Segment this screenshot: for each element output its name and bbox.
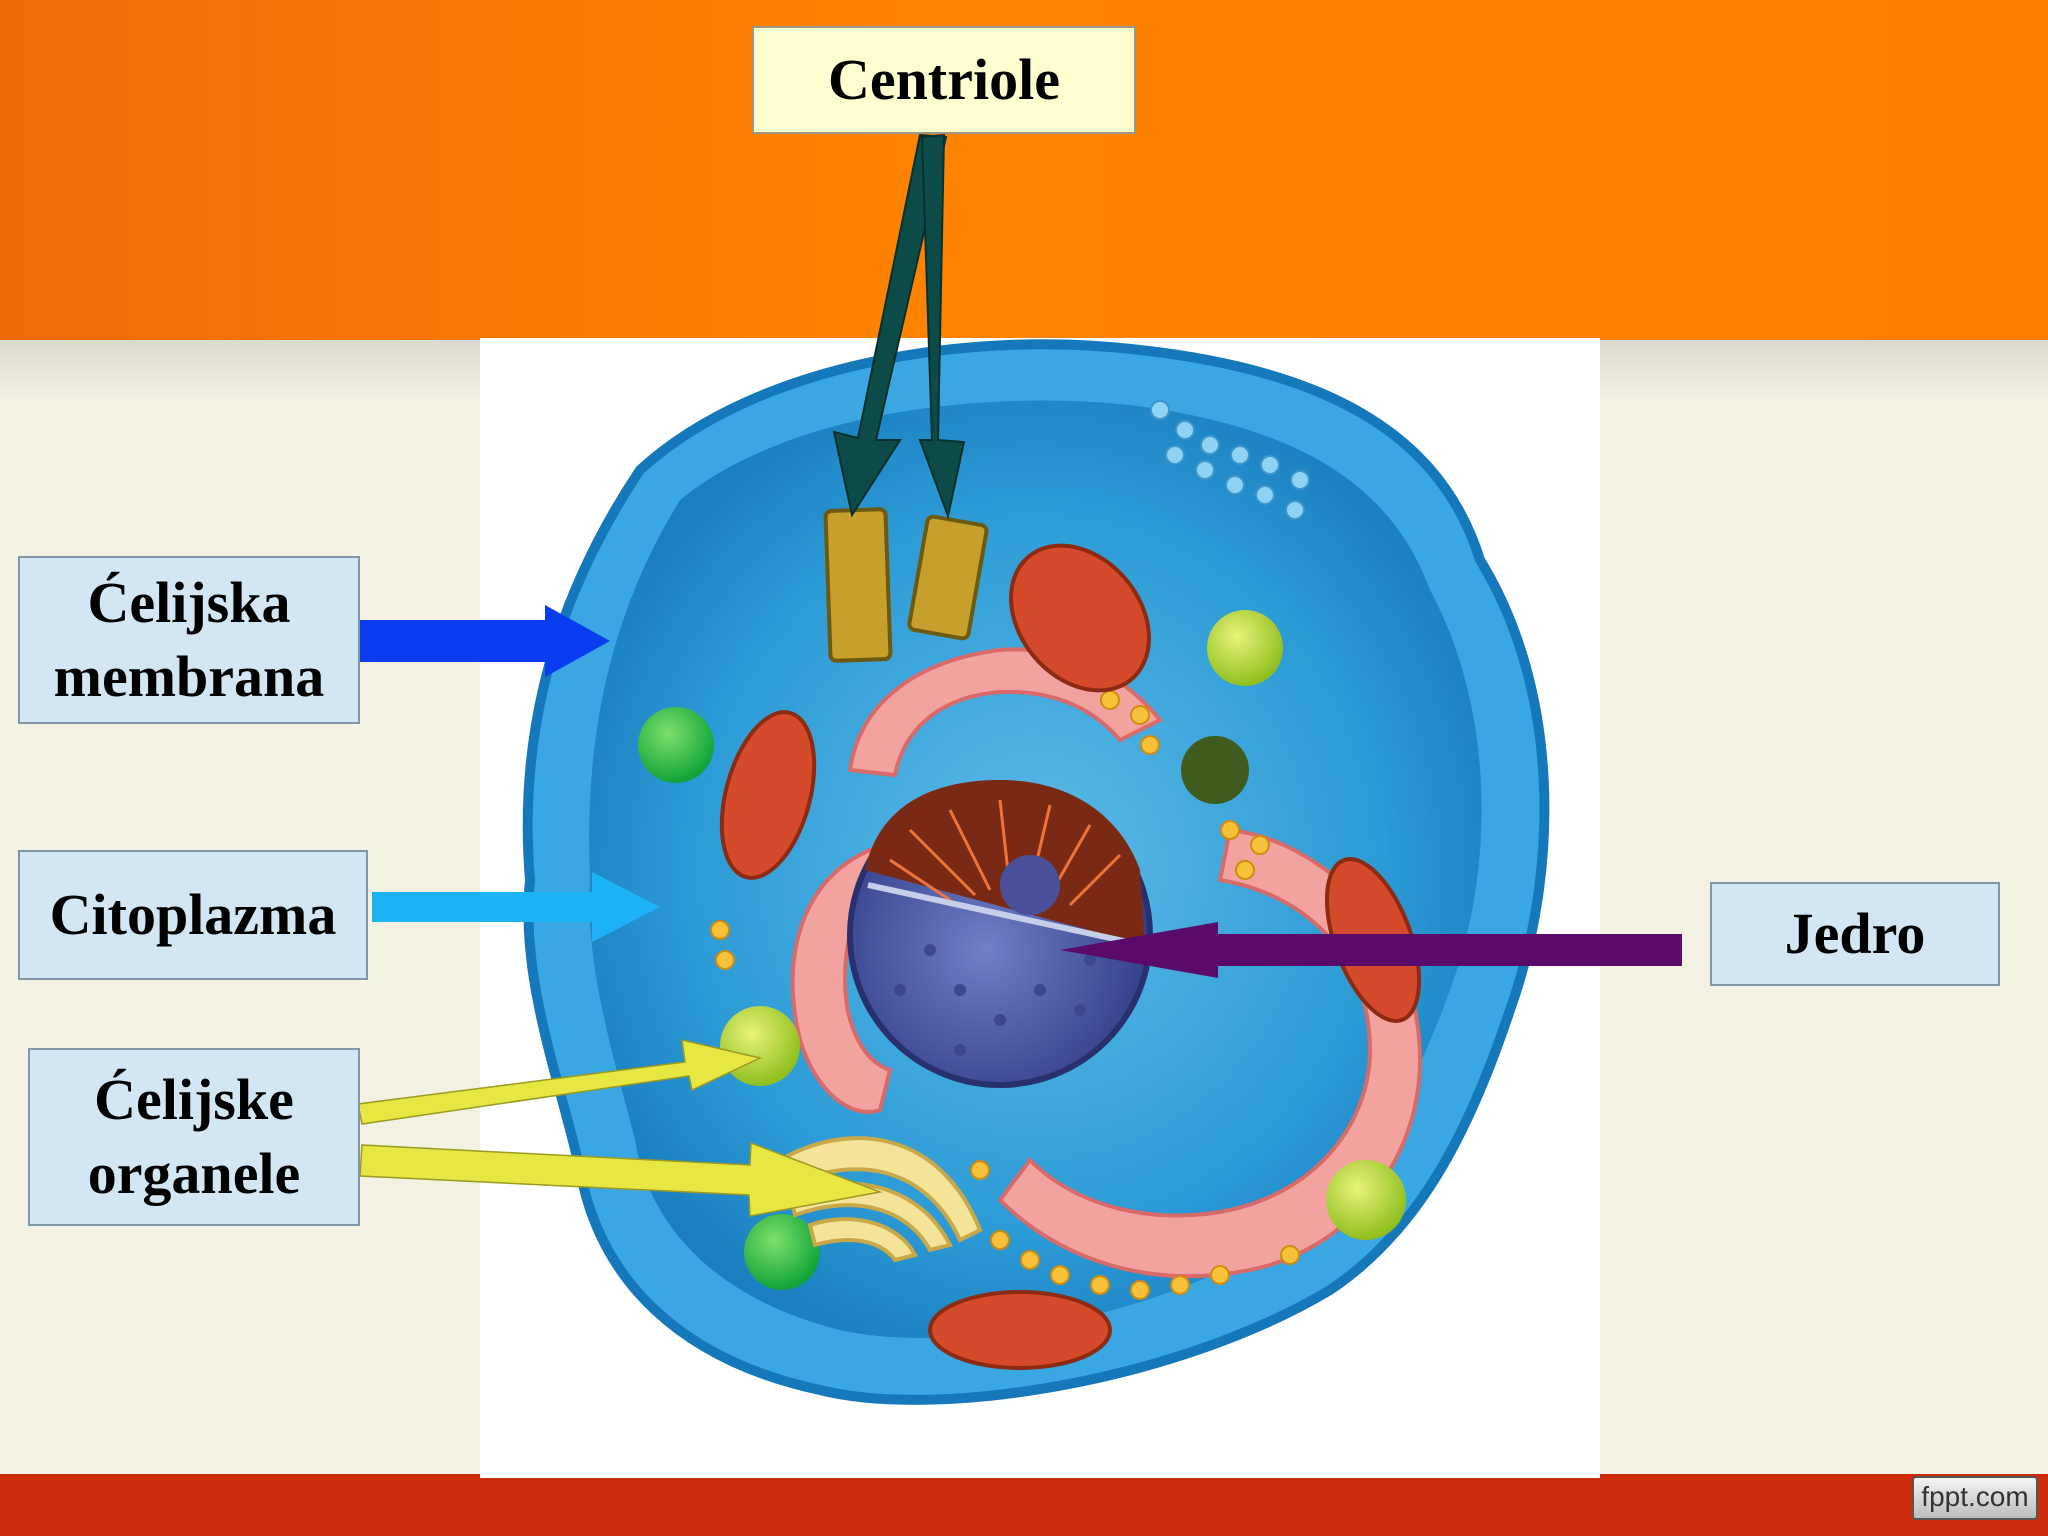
organelles-label: Ćelijske organele — [28, 1048, 360, 1226]
organelles-label-line2: organele — [87, 1141, 301, 1206]
lysosome-green-2 — [744, 1214, 820, 1290]
cytoplasm-label: Citoplazma — [18, 850, 368, 980]
cell-membrane-label-line1: Ćelijska — [87, 570, 291, 635]
centriole-arrows — [832, 133, 966, 520]
cell-membrane-label-line2: membrana — [53, 644, 325, 709]
nucleus-arrow — [1060, 922, 1682, 978]
membrane-proteins — [1150, 400, 1310, 520]
organelle-arrow-1 — [357, 1039, 763, 1125]
nucleus-cut-edge — [867, 882, 1143, 948]
nucleolus — [1000, 855, 1060, 915]
nucleus-cutaway — [865, 780, 1145, 945]
vesicle-lime-3 — [1207, 610, 1283, 686]
vesicle-dark — [1181, 736, 1249, 804]
cytoplasm-arrow — [372, 872, 660, 942]
centriole-label-text: Centriole — [828, 47, 1060, 112]
nucleus-label-text: Jedro — [1784, 901, 1926, 966]
centriole-pair — [823, 507, 989, 663]
cytoplasm-label-text: Citoplazma — [49, 882, 337, 947]
lysosome-green-1 — [638, 707, 714, 783]
centriole-label: Centriole — [752, 26, 1136, 134]
rough-er-right — [997, 827, 1423, 1279]
organelle-arrow-2 — [359, 1141, 883, 1217]
organelles-label-line1: Ćelijske — [94, 1067, 294, 1132]
nucleus-label: Jedro — [1710, 882, 2000, 986]
vesicle-lime-1 — [720, 1006, 800, 1086]
footer-band — [0, 1474, 2048, 1536]
fppt-watermark-logo: fppt.com — [1912, 1476, 2038, 1520]
nuclear-pores — [894, 944, 1096, 1056]
cell-membrane-arrow — [358, 605, 610, 677]
cell-membrane-label: Ćelijska membrana — [18, 556, 360, 724]
ribosomes — [710, 690, 1300, 1300]
vesicle-lime-2 — [1326, 1160, 1406, 1240]
